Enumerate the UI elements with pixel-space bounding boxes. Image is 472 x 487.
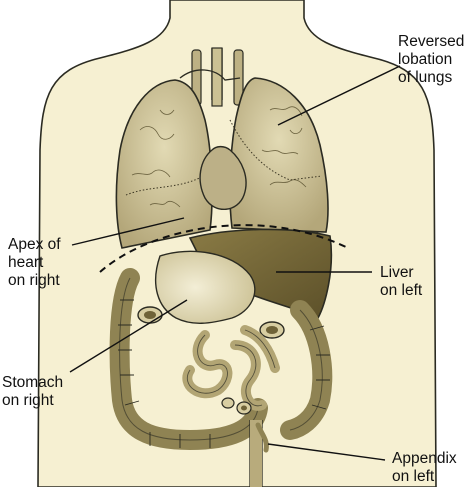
label-liver: Liver on left — [380, 264, 422, 300]
colon-haustra — [118, 299, 330, 448]
appendix — [255, 422, 269, 453]
leader-apex-of-heart — [71, 217, 185, 246]
label-liver-line2: on left — [380, 282, 423, 299]
leader-reversed-lobation — [277, 65, 401, 126]
label-reversed-lobation: Reversed lobation of lungs — [398, 33, 464, 87]
label-reversed-lobation-line2: lobation — [398, 51, 453, 68]
label-appendix: Appendix on left — [392, 450, 457, 486]
label-apex-of-heart-line1: Apex of — [8, 236, 61, 253]
label-reversed-lobation-line1: Reversed — [398, 33, 465, 50]
cecum-end — [221, 397, 235, 409]
lung-right-side — [115, 79, 213, 249]
leader-lines — [69, 65, 401, 461]
label-apex-of-heart-line3: on right — [8, 272, 60, 289]
diaphragm-line — [99, 224, 349, 273]
stomach — [155, 250, 256, 324]
lung-left-side — [229, 77, 329, 233]
trachea-body — [211, 47, 223, 107]
label-stomach-line1: Stomach — [2, 374, 64, 391]
label-reversed-lobation-line3: of lungs — [398, 69, 453, 86]
label-liver-line1: Liver — [380, 264, 414, 281]
lung-fissure-right — [125, 174, 206, 196]
lung-veins — [131, 106, 307, 208]
ileum-end-inner — [241, 405, 247, 411]
lung-fissure — [229, 119, 323, 181]
label-apex-of-heart: Apex of heart on right — [8, 236, 61, 290]
label-appendix-line2: on left — [392, 468, 435, 485]
leader-appendix — [267, 443, 386, 461]
label-stomach: Stomach on right — [2, 374, 63, 410]
colon-end-left-inner — [144, 311, 156, 319]
label-stomach-line2: on right — [2, 392, 54, 409]
leader-stomach — [69, 299, 188, 373]
small-intestine-outline — [187, 329, 276, 407]
vessel-arch — [179, 69, 241, 81]
heart — [199, 145, 247, 210]
rectum-body — [250, 420, 262, 487]
label-apex-of-heart-line2: heart — [8, 254, 44, 271]
label-appendix-line1: Appendix — [392, 450, 457, 467]
colon-end-right-inner — [266, 326, 278, 334]
